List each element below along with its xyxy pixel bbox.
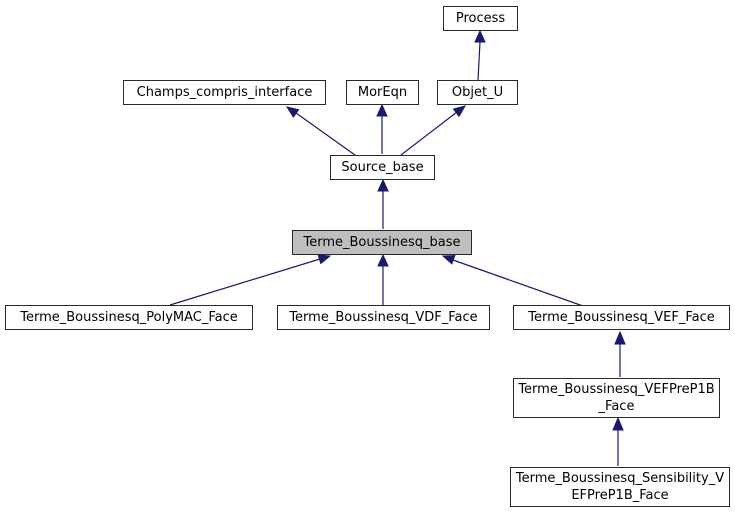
arrowhead [377,253,389,267]
edge-polymac-face-to-terme-boussinesq-base [169,254,332,306]
arrowhead [441,254,456,265]
edge-source-base-to-objet-u [400,105,467,156]
edge-objet-u-to-process [474,29,486,81]
arrowhead [377,178,389,192]
arrowhead [474,29,486,43]
edge-vdf-face-to-terme-boussinesq-base [377,253,389,305]
arrowhead [317,254,332,265]
node-terme-boussinesq-vdf-face[interactable]: Terme_Boussinesq_VDF_Face [277,305,490,330]
node-terme-boussinesq-polymac-face[interactable]: Terme_Boussinesq_PolyMAC_Face [5,305,253,330]
edge-terme-boussinesq-base-to-source-base [377,178,389,229]
arrowhead [285,106,300,118]
edge-vef-face-to-terme-boussinesq-base [441,254,584,307]
arrowhead [612,416,624,431]
arrowhead [376,103,388,117]
edge-vefprep1b-face-to-vef-face [614,330,626,377]
node-terme-boussinesq-vefprep1b-face[interactable]: Terme_Boussinesq_VEFPreP1B_Face [513,378,720,418]
edge-source-base-to-champs-compris-interface [285,106,356,156]
inheritance-line [169,258,321,306]
node-champs-compris-interface[interactable]: Champs_compris_interface [123,80,326,105]
node-terme-boussinesq-base: Terme_Boussinesq_base [292,230,472,255]
node-process[interactable]: Process [443,6,518,31]
node-terme-boussinesq-sensibility-vefprep1b-face[interactable]: Terme_Boussinesq_Sensibility_VEFPreP1B_F… [510,467,730,507]
arrowhead [452,105,467,118]
inheritance-line [295,112,356,156]
edge-source-base-to-moreqn [376,103,388,154]
node-objet-u[interactable]: Objet_U [437,80,518,105]
inheritance-line [477,41,481,81]
arrowhead [614,330,626,345]
inheritance-line [452,259,584,307]
inheritance-line [400,111,458,156]
node-source-base[interactable]: Source_base [330,155,435,180]
node-moreqn[interactable]: MorEqn [346,80,419,105]
edge-sensibility-vefprep1b-face-to-vefprep1b-face [612,416,624,466]
node-terme-boussinesq-vef-face[interactable]: Terme_Boussinesq_VEF_Face [513,305,730,330]
